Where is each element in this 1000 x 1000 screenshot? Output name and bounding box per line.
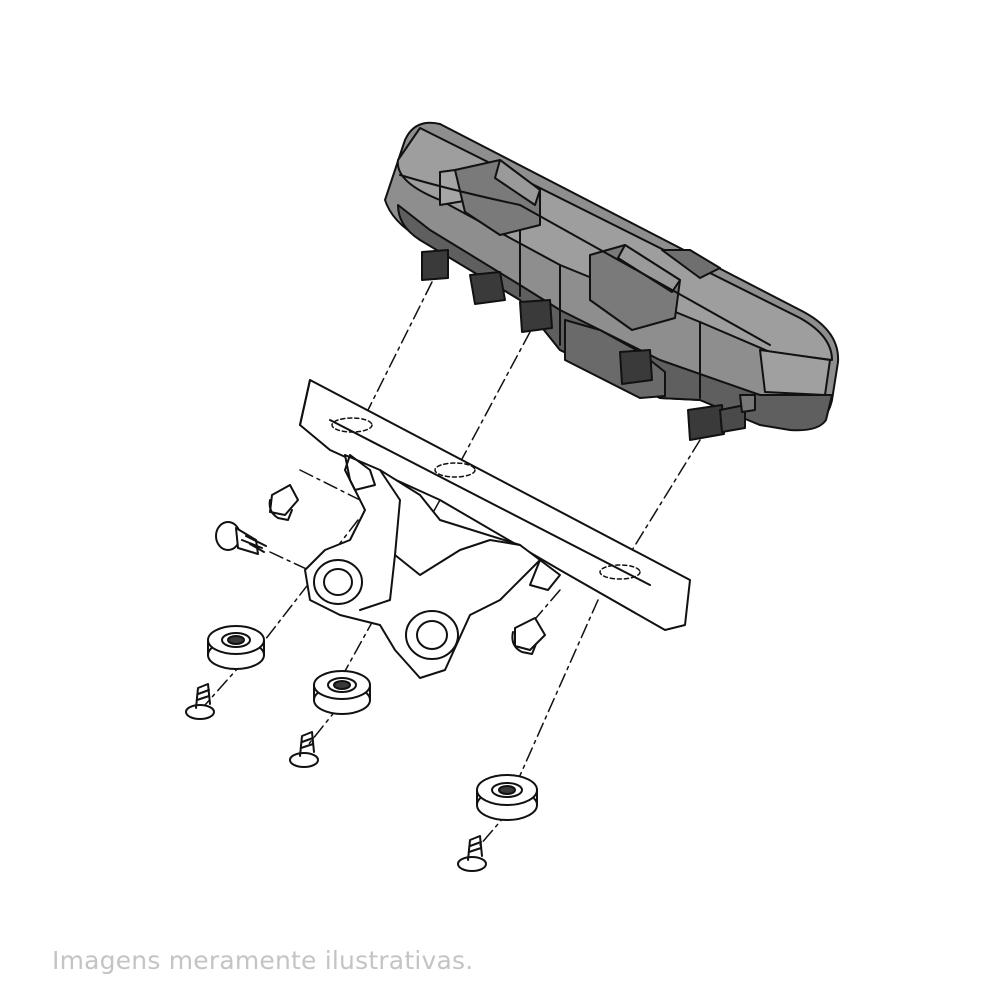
screw-right — [457, 835, 487, 872]
bracket-bolt — [215, 521, 267, 555]
mounting-bracket — [299, 379, 691, 679]
instrument-cluster — [384, 121, 840, 441]
screw-center — [289, 731, 319, 768]
grommet-left — [207, 625, 265, 670]
grommet-right — [476, 774, 538, 821]
plug-upper — [268, 484, 299, 521]
grommet-center — [313, 670, 371, 715]
screw-left — [185, 683, 215, 720]
plug-lower — [511, 617, 546, 655]
disclaimer-caption: Imagens meramente ilustrativas. — [52, 946, 474, 975]
